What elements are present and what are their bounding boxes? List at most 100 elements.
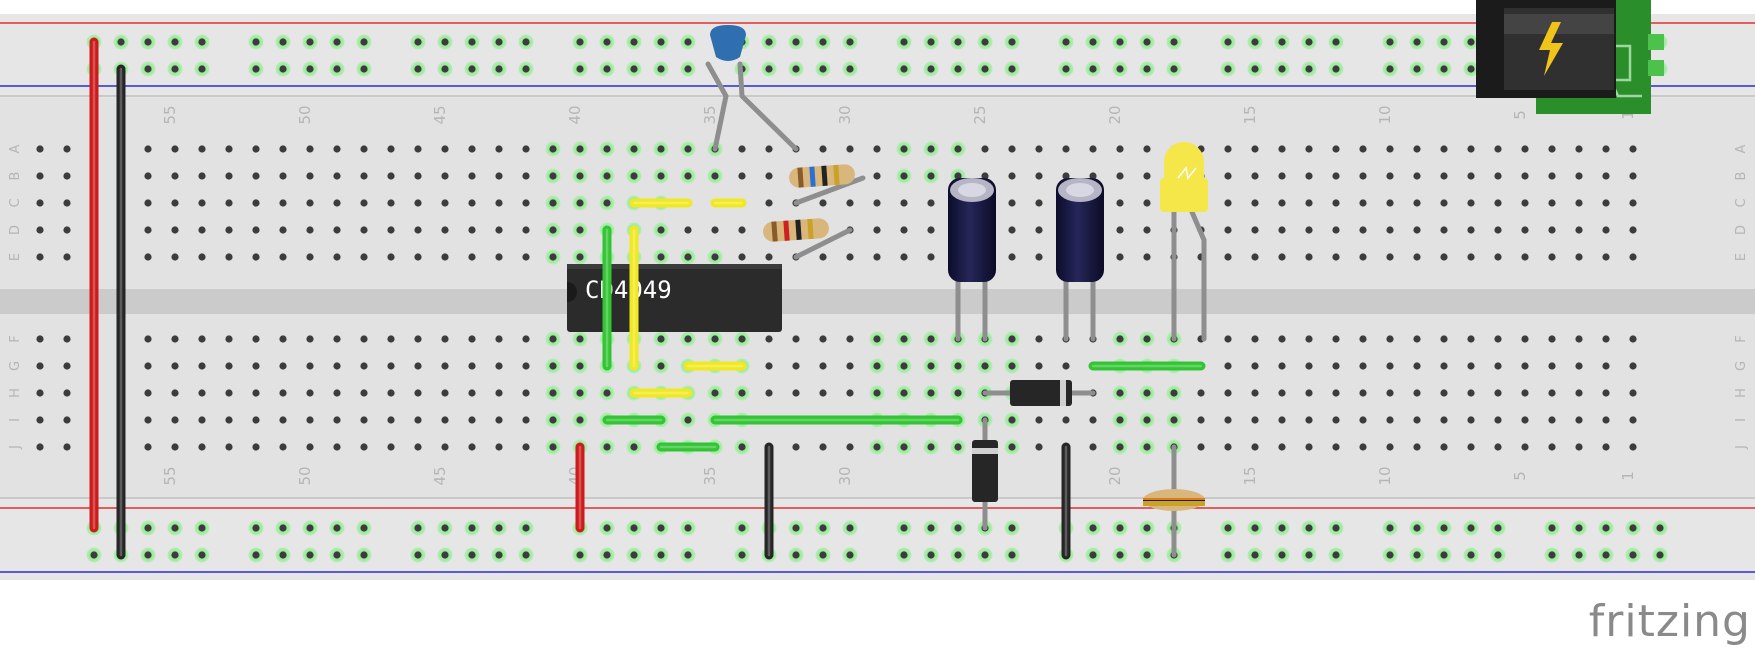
rail-hole [441, 38, 449, 46]
breadboard-hole [63, 416, 71, 424]
breadboard-hole [1467, 416, 1475, 424]
breadboard-hole [819, 335, 827, 343]
lightning-bolt-icon [1539, 22, 1563, 76]
breadboard-hole [522, 199, 530, 207]
rail-hole [1548, 551, 1556, 559]
breadboard-hole [846, 253, 854, 261]
rail-hole [1656, 524, 1664, 532]
breadboard-hole [1467, 145, 1475, 153]
breadboard-hole [1575, 416, 1583, 424]
rail-hole [900, 551, 908, 559]
breadboard-hole [1224, 226, 1232, 234]
breadboard-hole [1035, 199, 1043, 207]
breadboard-hole [1386, 145, 1394, 153]
breadboard-hole [1332, 253, 1340, 261]
rail-hole [171, 38, 179, 46]
breadboard-hole [63, 389, 71, 397]
breadboard-hole [333, 253, 341, 261]
rail-hole [1008, 65, 1016, 73]
column-number: 25 [971, 105, 989, 124]
breadboard-hole [1359, 145, 1367, 153]
rail-hole [144, 65, 152, 73]
column-number: 1 [1619, 471, 1637, 481]
breadboard-hole [252, 443, 260, 451]
breadboard-hole [1575, 172, 1583, 180]
rail-hole [360, 38, 368, 46]
breadboard-hole [468, 199, 476, 207]
breadboard-hole [387, 335, 395, 343]
breadboard-hole [927, 145, 935, 153]
rail-hole [522, 38, 530, 46]
rail-hole [1224, 551, 1232, 559]
row-letter: A [8, 144, 23, 153]
breadboard-hole [414, 416, 422, 424]
breadboard-hole [1197, 389, 1205, 397]
breadboard-hole [765, 145, 773, 153]
breadboard-hole [1143, 226, 1151, 234]
rail-hole [981, 551, 989, 559]
breadboard-hole [387, 389, 395, 397]
electrolytic-capacitor-2-top-inner [1066, 183, 1094, 197]
row-letter: F [1734, 335, 1749, 342]
breadboard-hole [279, 443, 287, 451]
breadboard-hole [1278, 416, 1286, 424]
breadboard-hole [1386, 172, 1394, 180]
breadboard-hole [1413, 145, 1421, 153]
breadboard-hole [468, 362, 476, 370]
breadboard-hole [1386, 253, 1394, 261]
breadboard-hole [1521, 335, 1529, 343]
breadboard-hole [576, 172, 584, 180]
breadboard-hole [900, 389, 908, 397]
column-number: 35 [701, 105, 719, 124]
breadboard-hole [1008, 362, 1016, 370]
breadboard-hole [1494, 172, 1502, 180]
rail-hole [900, 65, 908, 73]
breadboard-hole [1224, 443, 1232, 451]
breadboard-hole [441, 443, 449, 451]
breadboard-hole [36, 335, 44, 343]
breadboard-hole [1629, 253, 1637, 261]
breadboard-hole [1035, 443, 1043, 451]
breadboard-hole [981, 145, 989, 153]
breadboard-hole [954, 362, 962, 370]
rail-hole [738, 551, 746, 559]
breadboard-hole [819, 362, 827, 370]
breadboard-hole [1548, 199, 1556, 207]
breadboard-hole [306, 199, 314, 207]
rail-hole [846, 38, 854, 46]
breadboard-hole [1494, 199, 1502, 207]
breadboard-hole [1008, 226, 1016, 234]
rail-hole [414, 65, 422, 73]
rail-hole [738, 524, 746, 532]
rail-hole [198, 524, 206, 532]
breadboard-hole [360, 416, 368, 424]
breadboard-hole [1251, 416, 1259, 424]
rail-hole [1008, 551, 1016, 559]
breadboard-hole [549, 253, 557, 261]
breadboard-hole [765, 199, 773, 207]
breadboard-hole [495, 145, 503, 153]
rail-hole [1251, 551, 1259, 559]
ic-chip[interactable]: CD4049 [567, 264, 782, 332]
power-jack[interactable] [1476, 0, 1664, 114]
breadboard-hole [1602, 389, 1610, 397]
breadboard-hole [1251, 362, 1259, 370]
rail-hole [1413, 38, 1421, 46]
breadboard-hole [1494, 443, 1502, 451]
breadboard-hole [468, 335, 476, 343]
breadboard-hole [1467, 362, 1475, 370]
rail-hole [1089, 65, 1097, 73]
breadboard-hole [765, 335, 773, 343]
breadboard-hole [1386, 362, 1394, 370]
rail-hole [1143, 524, 1151, 532]
breadboard-hole [1251, 226, 1259, 234]
breadboard-hole [36, 172, 44, 180]
breadboard-hole [495, 335, 503, 343]
capacitor-leg [737, 61, 799, 152]
breadboard-hole [1116, 199, 1124, 207]
breadboard-hole [1224, 172, 1232, 180]
resistor-band [783, 220, 790, 241]
breadboard-hole [1251, 145, 1259, 153]
breadboard-hole [1359, 362, 1367, 370]
breadboard-hole [1197, 443, 1205, 451]
